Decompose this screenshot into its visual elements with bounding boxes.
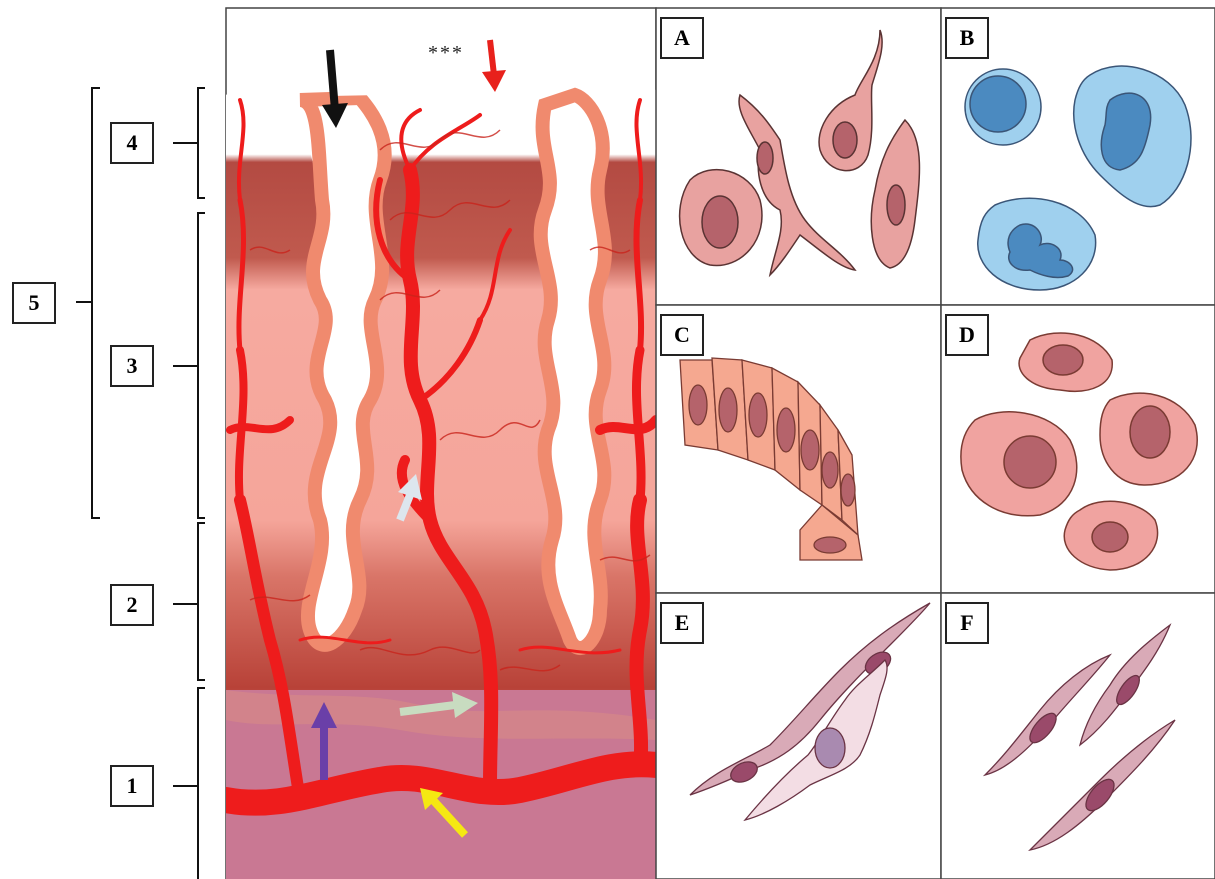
panel-c-label: C: [660, 314, 704, 356]
panel-e-label: E: [660, 602, 704, 644]
layer-3-label: 3: [110, 345, 154, 387]
layer-4-label: 4: [110, 122, 154, 164]
layer-5-label: 5: [12, 282, 56, 324]
panel-d-label: D: [945, 314, 989, 356]
layer-2-label: 2: [110, 584, 154, 626]
layer-1-label: 1: [110, 765, 154, 807]
panel-f-label: F: [945, 602, 989, 644]
surface-marker: ***: [428, 42, 464, 65]
gland-lumen-center: [541, 95, 605, 648]
panel-a-label: A: [660, 17, 704, 59]
panel-b-label: B: [945, 17, 989, 59]
layer-brackets: [76, 88, 205, 879]
